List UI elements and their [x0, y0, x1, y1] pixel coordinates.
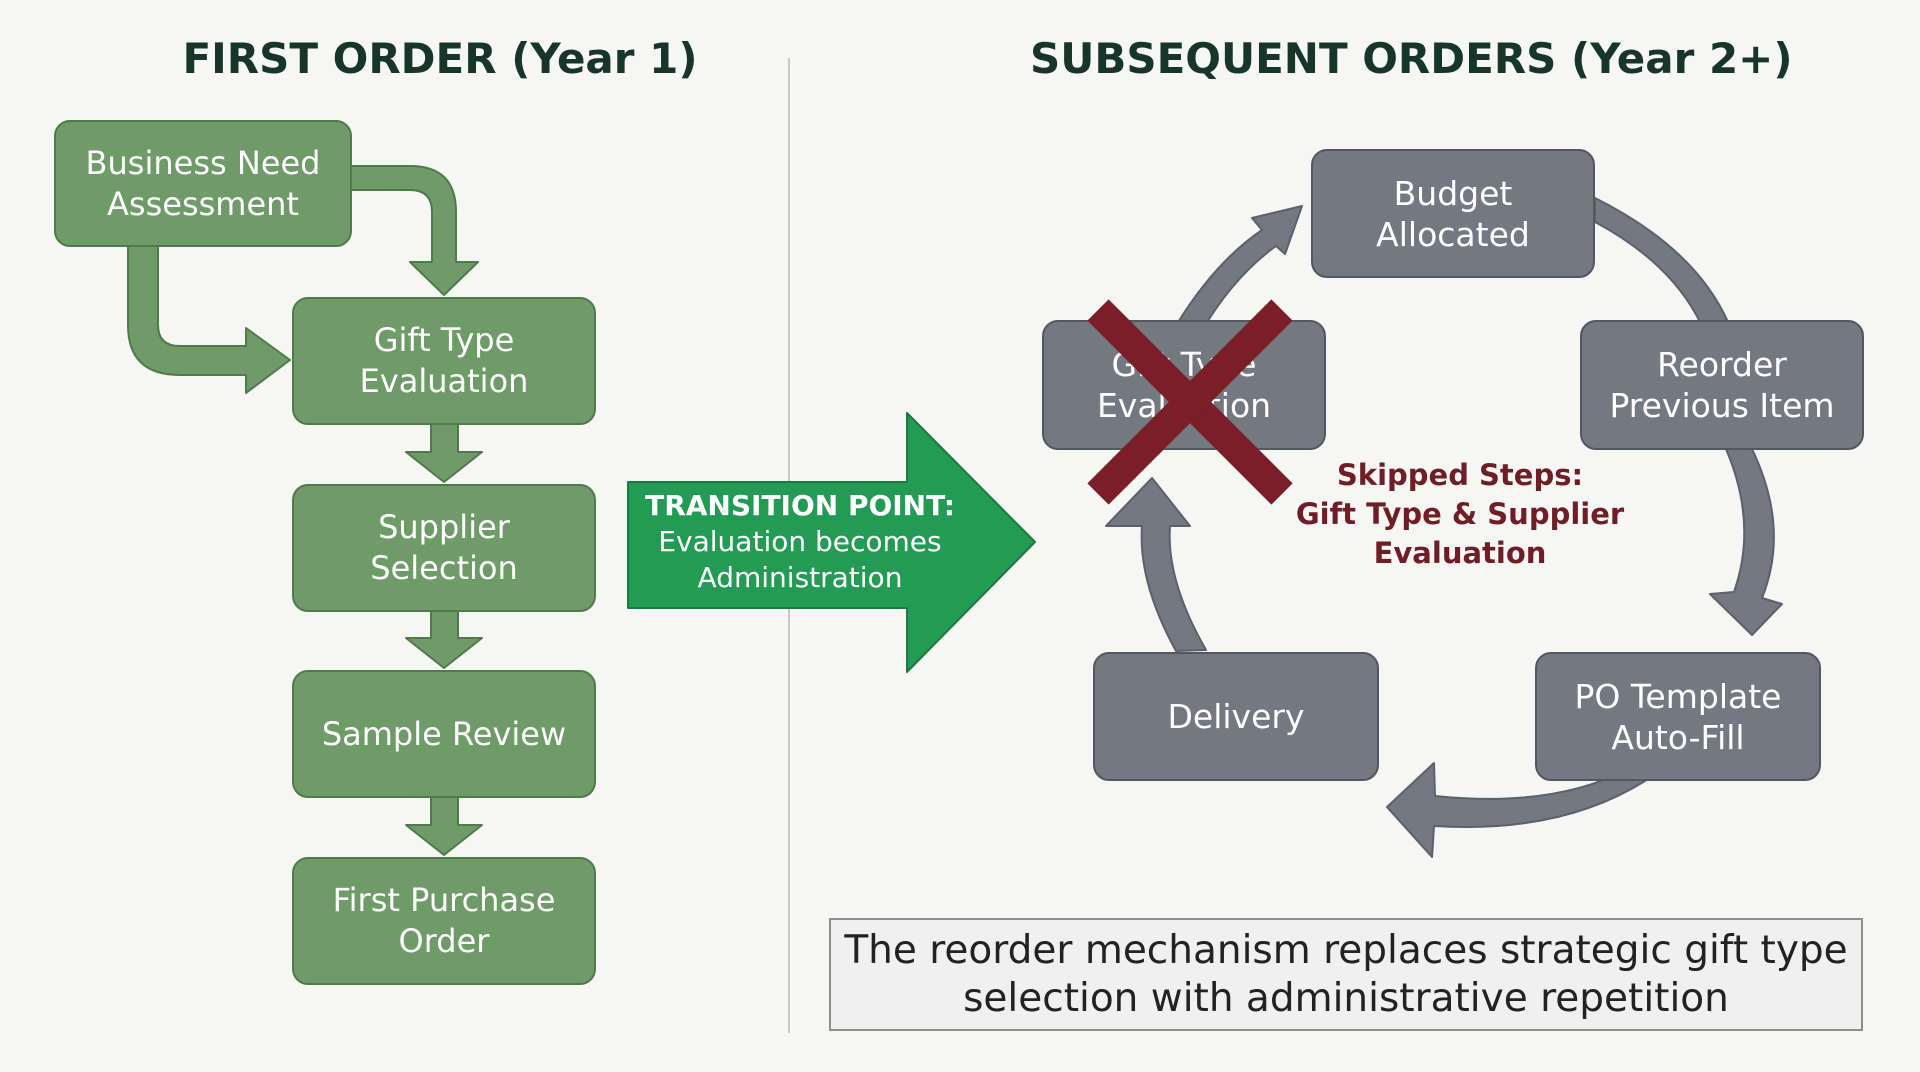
caption-line: The reorder mechanism replaces strategic… — [844, 927, 1848, 973]
step-label: Supplier — [378, 508, 510, 546]
step-label: Assessment — [107, 184, 299, 223]
arrow-top-route — [349, 165, 479, 296]
caption-box: The reorder mechanism replaces strategic… — [829, 918, 1863, 1031]
transition-label: TRANSITION POINT: Evaluation becomes Adm… — [628, 488, 972, 600]
transition-title: TRANSITION POINT: — [645, 489, 955, 522]
step-label: Selection — [370, 549, 518, 587]
cycle-label: Previous Item — [1609, 386, 1835, 425]
arrow-supplier-to-sample — [405, 609, 483, 669]
cycle-label: Reorder — [1657, 345, 1787, 384]
step-label: Gift Type — [373, 321, 515, 359]
transition-line: Evaluation becomes — [658, 525, 942, 558]
skipped-steps-note: Skipped Steps: Gift Type & Supplier Eval… — [1290, 456, 1630, 576]
arrow-left-route — [127, 245, 291, 394]
arrow-gift-to-supplier — [405, 423, 483, 483]
arrow-sample-to-order — [405, 796, 483, 856]
first-order-heading: FIRST ORDER (Year 1) — [182, 34, 698, 83]
cycle-label: Allocated — [1376, 214, 1530, 254]
cycle-delivery: Delivery — [1093, 652, 1379, 781]
skipped-title: Skipped Steps: — [1336, 458, 1584, 492]
transition-arrow-shape — [627, 412, 1036, 673]
cycle-label: Auto-Fill — [1611, 717, 1745, 757]
arrow-skipped-to-budget — [1176, 205, 1303, 335]
step-label: Business Need — [85, 143, 321, 182]
transition-line: Administration — [697, 561, 903, 594]
caption-line: selection with administrative repetition — [963, 975, 1729, 1021]
cycle-label: PO Template — [1574, 676, 1782, 716]
arrow-budget-to-reorder — [1594, 197, 1729, 323]
step-label: Evaluation — [359, 362, 529, 400]
cycle-label: Evaluation — [1096, 386, 1272, 425]
step-label: Sample Review — [321, 714, 567, 753]
skipped-line: Evaluation — [1373, 536, 1547, 570]
arrow-reorder-to-po — [1709, 448, 1783, 636]
skipped-line: Gift Type & Supplier — [1295, 497, 1625, 531]
cycle-label: Budget — [1393, 173, 1513, 213]
step-sample-review: Sample Review — [292, 670, 596, 798]
arrow-po-to-delivery — [1386, 762, 1646, 858]
transition-arrow — [627, 412, 1036, 673]
step-label: Order — [398, 922, 490, 960]
cycle-label: Delivery — [1167, 697, 1305, 736]
step-label: First Purchase — [332, 881, 556, 919]
arrow-delivery-to-skipped — [1105, 477, 1207, 652]
subsequent-orders-heading: SUBSEQUENT ORDERS (Year 2+) — [1030, 34, 1793, 83]
cycle-label: Gift Type — [1111, 345, 1257, 384]
